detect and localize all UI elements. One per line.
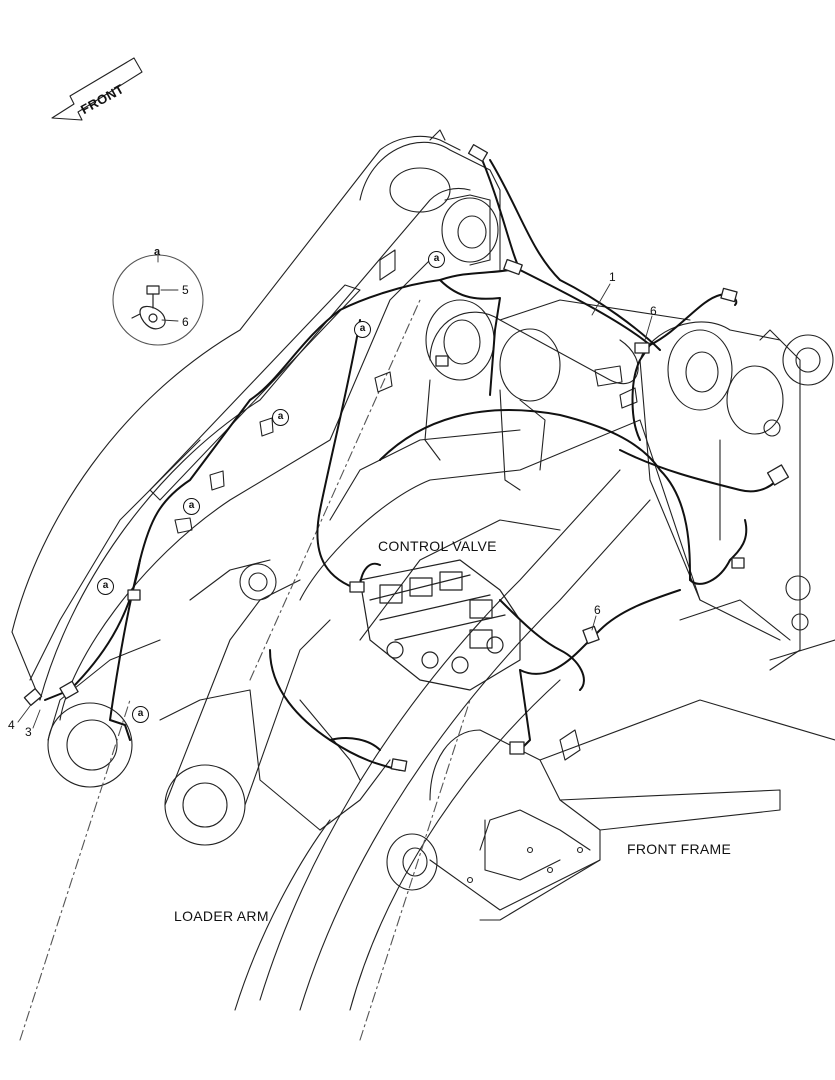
wire-harness-main	[477, 149, 651, 346]
cross-tube	[429, 311, 639, 385]
callout-part-4: 4	[8, 718, 15, 732]
detail-part-5: 5	[182, 283, 189, 297]
callout-part-3: 3	[25, 725, 32, 739]
marker-a: a	[354, 321, 371, 338]
detail-part-6: 6	[182, 315, 189, 329]
front-frame-label: FRONT FRAME	[627, 841, 732, 857]
loader-arm-lower	[259, 469, 621, 1001]
detail-bolt-icon	[131, 285, 166, 330]
marker-a: a	[132, 706, 149, 723]
marker-a: a	[272, 409, 289, 426]
marker-a: a	[428, 251, 445, 268]
control-valve-block	[359, 559, 521, 691]
front-arrow-icon	[51, 57, 143, 121]
callout-part-1: 1	[609, 270, 616, 284]
loader-arm-label: LOADER ARM	[174, 908, 269, 924]
detail-title: a	[154, 246, 161, 258]
control-valve-label: CONTROL VALVE	[378, 538, 497, 554]
callout-part-6-top: 6	[650, 304, 657, 318]
marker-a: a	[183, 498, 200, 515]
front-frame	[429, 729, 601, 921]
callout-part-6-lower: 6	[594, 603, 601, 617]
left-arm-boss	[47, 702, 133, 788]
left-loader-arm	[11, 135, 461, 633]
marker-a: a	[97, 578, 114, 595]
detail-circle	[112, 254, 204, 346]
